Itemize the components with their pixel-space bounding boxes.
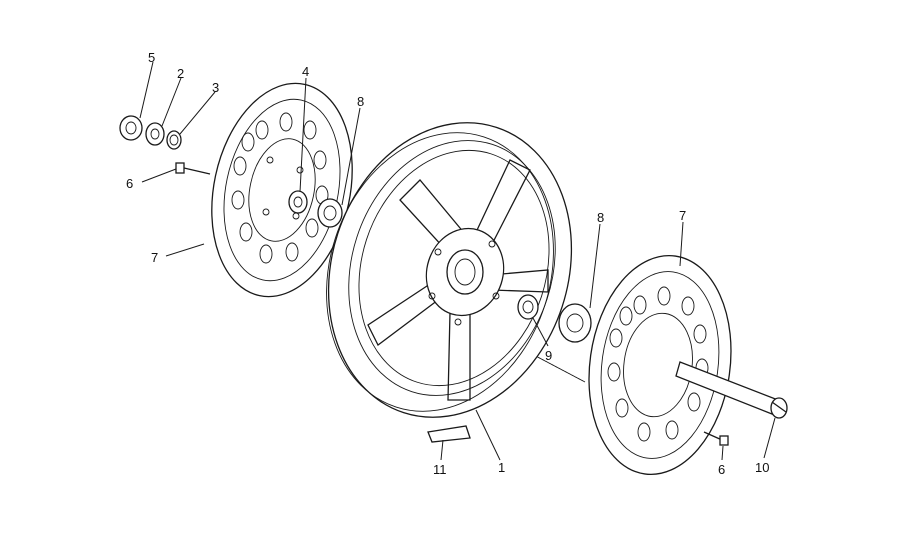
left-bearing-8 <box>317 198 343 228</box>
leader-lines <box>139 61 776 461</box>
wheel-hub <box>425 227 505 326</box>
label-8-right: 8 <box>597 210 604 225</box>
label-9: 9 <box>545 348 552 363</box>
label-8-left: 8 <box>357 94 364 109</box>
label-10: 10 <box>755 460 769 475</box>
left-brake-disc <box>211 82 353 298</box>
label-7-right: 7 <box>679 208 686 223</box>
label-5: 5 <box>148 50 155 65</box>
label-1: 1 <box>498 460 505 475</box>
balance-clip-11 <box>427 425 471 443</box>
label-6-right: 6 <box>718 462 725 477</box>
label-2: 2 <box>177 66 184 81</box>
axle-nut-5 <box>119 115 143 141</box>
washer-2 <box>145 122 165 146</box>
wheel-spokes <box>367 159 549 401</box>
left-spacer-4 <box>288 190 308 214</box>
disc-screw-6-right <box>703 431 729 446</box>
label-6-left: 6 <box>126 176 133 191</box>
label-7-left: 7 <box>151 250 158 265</box>
label-3: 3 <box>212 80 219 95</box>
ring-3 <box>166 130 182 150</box>
right-brake-disc <box>588 254 732 476</box>
right-bearing-8 <box>558 303 592 343</box>
wheel-axle-10 <box>675 361 788 419</box>
disc-screw-6-left <box>175 162 211 175</box>
hub-spacer-9 <box>517 294 539 320</box>
label-11: 11 <box>433 462 447 477</box>
label-4: 4 <box>302 64 309 79</box>
